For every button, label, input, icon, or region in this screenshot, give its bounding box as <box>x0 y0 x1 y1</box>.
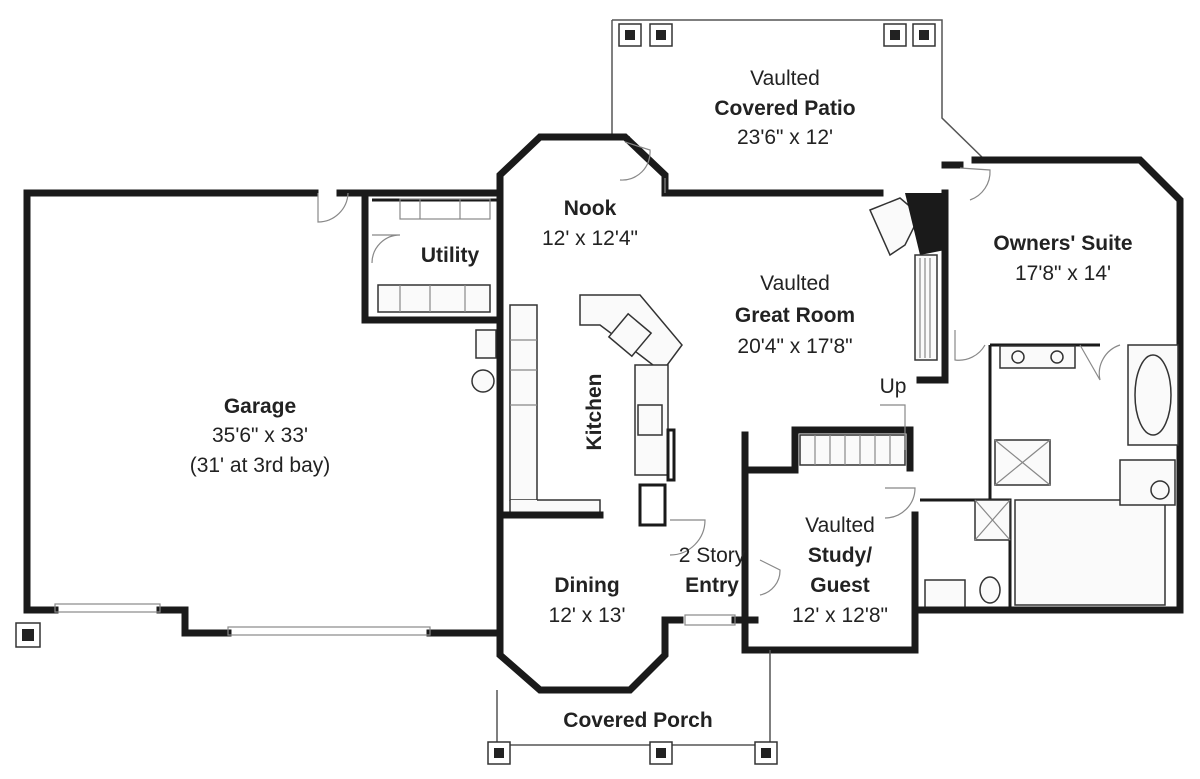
garage-post <box>15 622 41 648</box>
patio-size-label: 23'6" x 12' <box>737 126 833 149</box>
great-room-vaulted-label: Vaulted <box>760 272 830 295</box>
study-walls <box>741 466 1014 654</box>
garage-name-label: Garage <box>224 395 296 418</box>
entry-story-label: 2 Story <box>679 544 746 567</box>
garage-note-label: (31' at 3rd bay) <box>190 454 331 477</box>
study-size-label: 12' x 12'8" <box>792 604 888 627</box>
entry-name-label: Entry <box>685 574 739 597</box>
great-room-walls <box>868 193 945 361</box>
study-name-label: Study/ <box>808 544 872 567</box>
garage-walls <box>23 189 504 637</box>
patio-post <box>618 23 936 47</box>
nook-size-label: 12' x 12'4" <box>542 227 638 250</box>
owners-suite-size-label: 17'8" x 14' <box>1015 262 1111 285</box>
porch-name-label: Covered Porch <box>563 709 712 732</box>
garage-fixtures <box>471 329 497 393</box>
great-room-name-label: Great Room <box>735 304 855 327</box>
hall-bath <box>920 498 1012 610</box>
garage-size-label: 35'6" x 33' <box>212 424 308 447</box>
stair-up-label: Up <box>880 375 907 398</box>
patio-vaulted-label: Vaulted <box>750 67 820 90</box>
kitchen-counters <box>509 294 683 527</box>
covered-porch-outline <box>496 650 771 746</box>
patio-name-label: Covered Patio <box>714 97 855 120</box>
guest-name-label: Guest <box>810 574 870 597</box>
owners-suite-walls <box>916 156 1184 614</box>
nook-name-label: Nook <box>564 197 617 220</box>
dining-size-label: 12' x 13' <box>549 604 626 627</box>
kitchen-name-label: Kitchen <box>583 373 606 450</box>
porch-post <box>487 741 778 765</box>
utility-name-label: Utility <box>421 244 480 267</box>
study-vaulted-label: Vaulted <box>805 514 875 537</box>
great-room-size-label: 20'4" x 17'8" <box>737 335 852 358</box>
dining-name-label: Dining <box>554 574 619 597</box>
entry-door <box>669 519 781 626</box>
stairs <box>741 404 914 474</box>
nook-walls <box>496 133 884 324</box>
owners-suite-name-label: Owners' Suite <box>993 232 1132 255</box>
dining-walls <box>496 316 759 694</box>
